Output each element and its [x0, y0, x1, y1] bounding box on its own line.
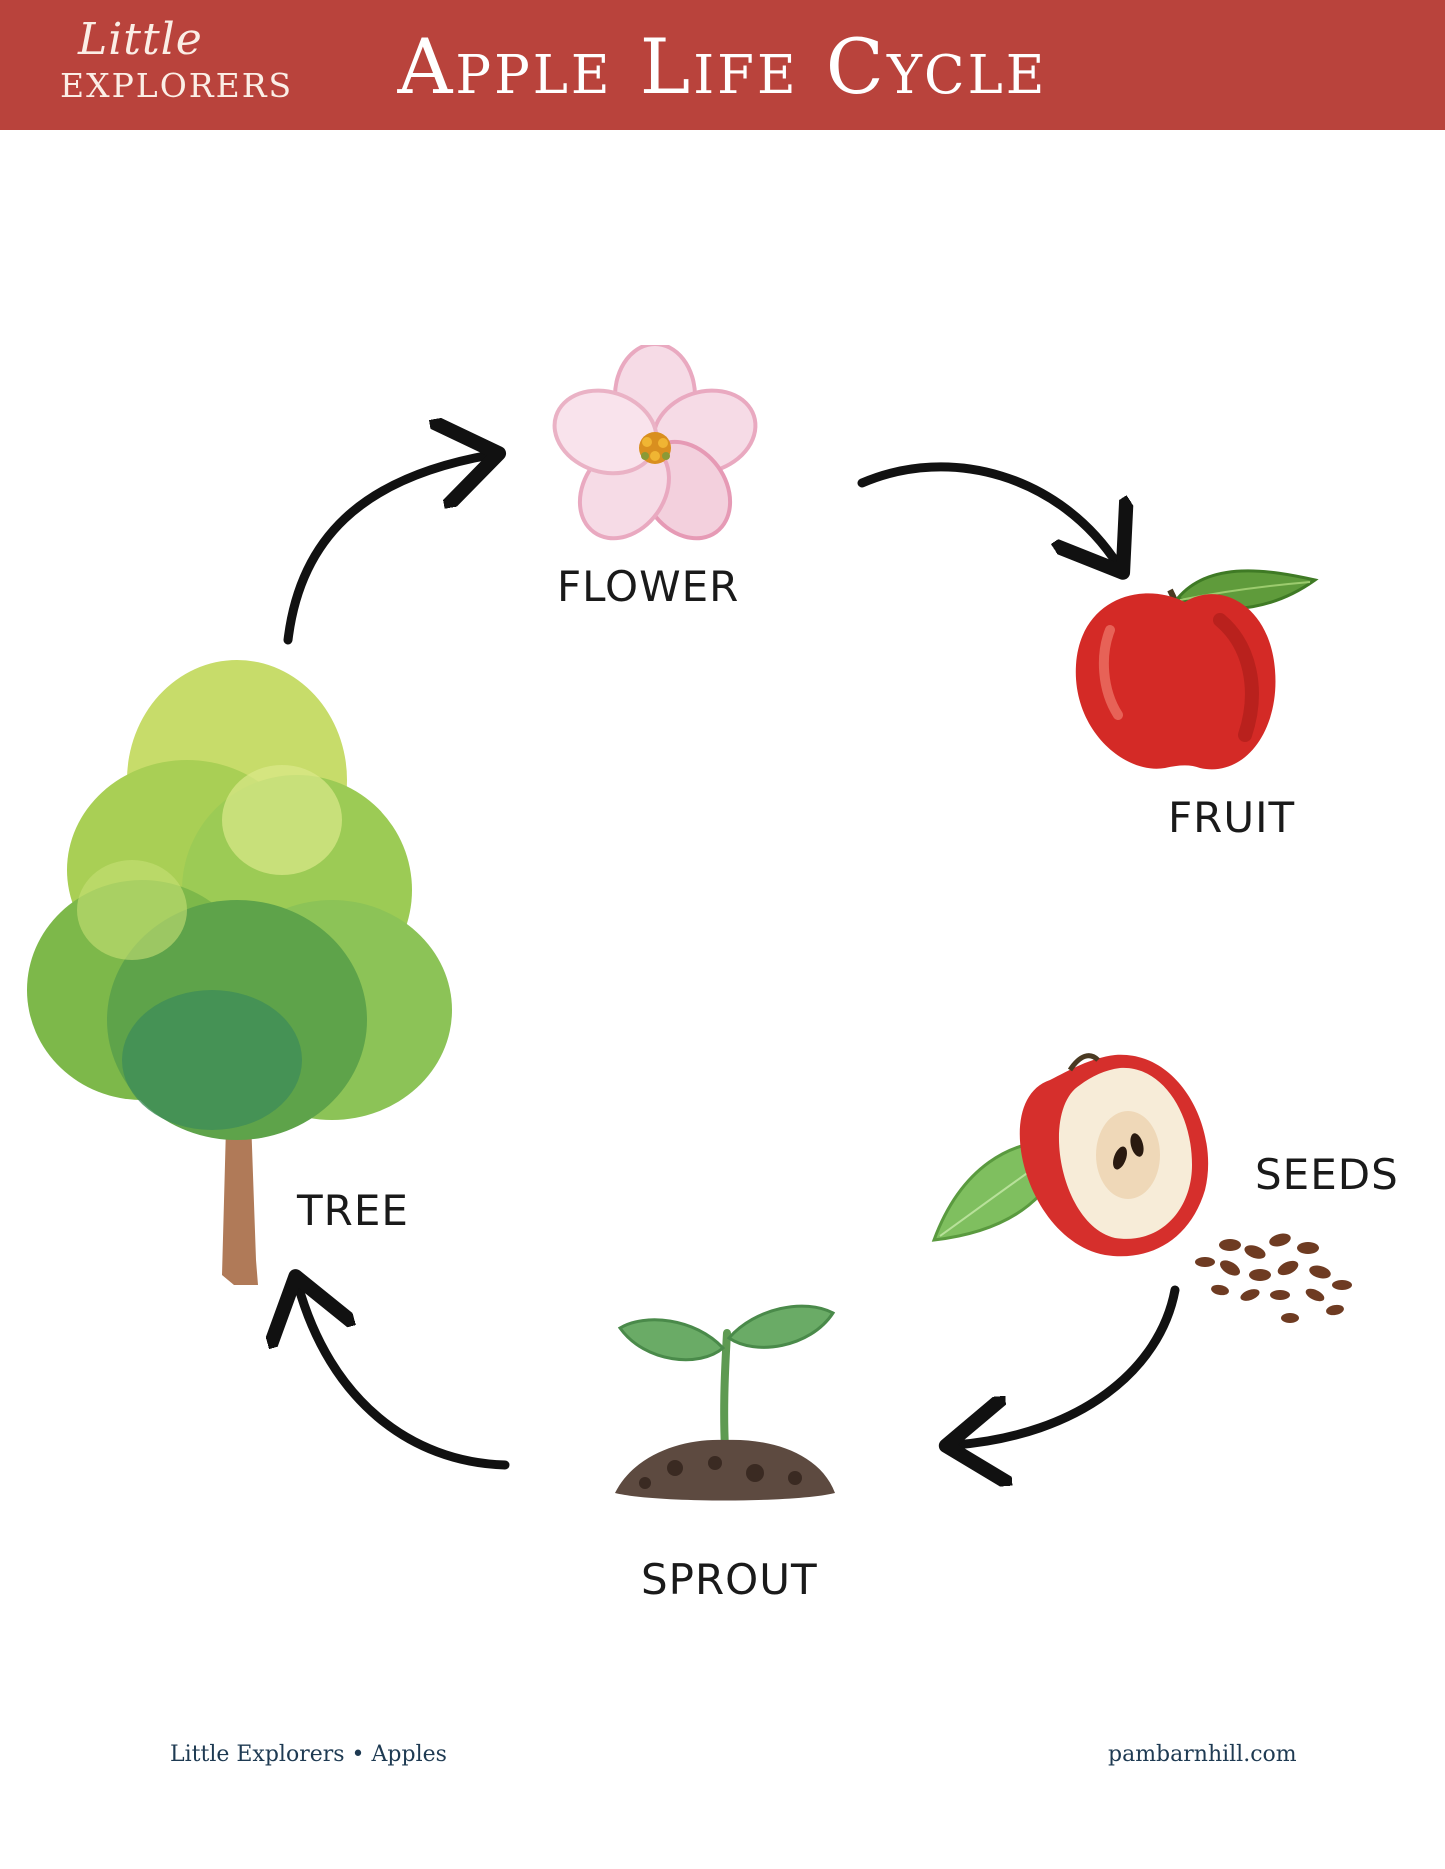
tree-icon: [27, 660, 452, 1285]
arrow-flower-to-fruit: [857, 462, 1118, 565]
apple-blossom-icon: [552, 345, 758, 541]
stage-label-seeds: SEEDS: [1255, 1150, 1399, 1199]
sprout-icon: [615, 1304, 836, 1501]
page-title: Apple Life Cycle: [397, 22, 1048, 111]
arrow-tree-to-flower: [283, 455, 490, 645]
header-banner: Little EXPLORERS Apple Life Cycle: [0, 0, 1445, 130]
stage-label-fruit: FRUIT: [1168, 793, 1296, 842]
stage-label-tree: TREE: [297, 1186, 409, 1235]
logo-caps-text: EXPLORERS: [60, 66, 294, 105]
apple-icon: [1075, 569, 1319, 770]
footer-series-label: Little Explorers • Apples: [170, 1742, 447, 1767]
stage-label-sprout: SPROUT: [641, 1555, 818, 1604]
footer-website-link[interactable]: pambarnhill.com: [1108, 1742, 1297, 1767]
logo-script-text: Little: [78, 14, 203, 65]
arrow-seeds-to-sprout: [955, 1285, 1180, 1445]
apple-half-with-seeds-icon: [931, 1053, 1352, 1323]
stage-label-flower: FLOWER: [557, 562, 740, 611]
arrow-sprout-to-tree: [298, 1285, 510, 1470]
